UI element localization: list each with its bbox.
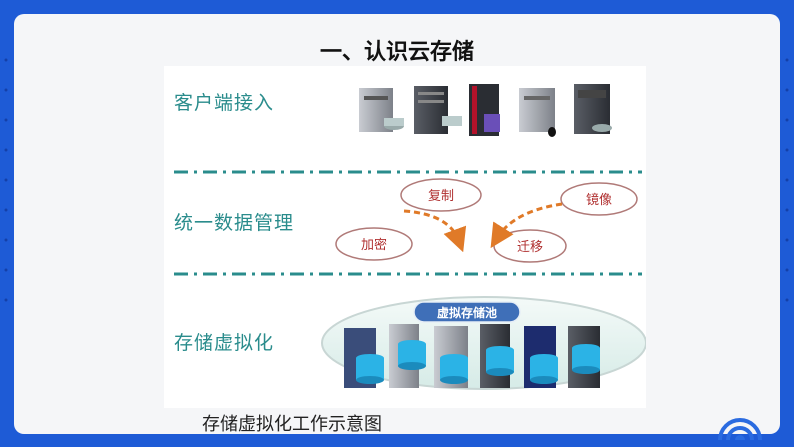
bubble-copy bbox=[400, 178, 482, 212]
arrow-copy bbox=[403, 209, 467, 253]
concentric-circle-icon bbox=[718, 418, 762, 440]
slide-panel: 一、认识云存储 客户端接入 统一数据管理 存储虚拟化 bbox=[14, 14, 780, 440]
bubble-encrypt bbox=[335, 227, 413, 261]
storage-server-3 bbox=[434, 326, 468, 388]
bubble-mirror bbox=[560, 182, 638, 216]
row-label-unified-management: 统一数据管理 bbox=[174, 212, 295, 234]
pool-label-pill bbox=[413, 301, 521, 323]
arrow-mirror bbox=[490, 202, 563, 249]
storage-server-5 bbox=[524, 326, 558, 388]
slide-title: 一、认识云存储 bbox=[319, 40, 474, 65]
client-server-5 bbox=[548, 84, 612, 137]
bubble-migrate-label: 迁移 bbox=[517, 240, 543, 255]
pool-label: 虚拟存储池 bbox=[437, 305, 497, 320]
client-server-1 bbox=[359, 88, 404, 132]
storage-server-4 bbox=[480, 324, 514, 388]
storage-virtualization-figure: 客户端接入 统一数据管理 存储虚拟化 bbox=[164, 66, 646, 408]
storage-server-1 bbox=[344, 328, 384, 388]
client-server-4 bbox=[519, 88, 555, 132]
client-server-2 bbox=[414, 86, 462, 134]
figure-caption: 存储虚拟化工作示意图 bbox=[202, 414, 382, 435]
bubble-mirror-label: 镜像 bbox=[586, 193, 612, 208]
bubble-copy-label: 复制 bbox=[428, 189, 454, 204]
row-label-storage-virtualization: 存储虚拟化 bbox=[174, 332, 275, 354]
client-server-3 bbox=[469, 84, 500, 136]
figure-graphics: 复制 镜像 加密 迁移 虚拟存储池 bbox=[174, 84, 646, 390]
storage-server-6 bbox=[568, 326, 600, 388]
row-label-client-access: 客户端接入 bbox=[174, 92, 275, 114]
storage-server-2 bbox=[389, 324, 426, 388]
bubble-encrypt-label: 加密 bbox=[361, 237, 387, 253]
